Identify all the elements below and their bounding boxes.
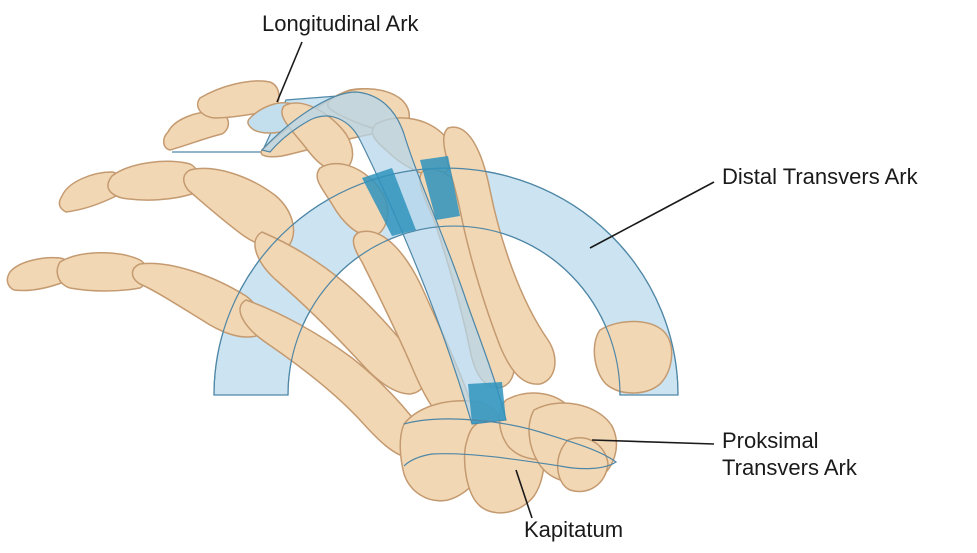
proximal-transverse-arch-label: Proksimal Transvers Ark [722, 427, 857, 481]
leader-line-longitudinal [277, 42, 302, 102]
carpal-bones [400, 393, 616, 513]
distal-transverse-arch-label: Distal Transvers Ark [722, 163, 918, 190]
proximal-transverse-arch-label-line1: Proksimal [722, 427, 857, 454]
trapezium-bone [594, 321, 671, 393]
arch-intersection-highlight [468, 382, 506, 424]
capitate-label: Kapitatum [524, 516, 623, 543]
proximal-transverse-arch-label-line2: Transvers Ark [722, 454, 857, 481]
longitudinal-arch-label: Longitudinal Ark [262, 10, 419, 37]
leader-line-distal [590, 182, 714, 248]
